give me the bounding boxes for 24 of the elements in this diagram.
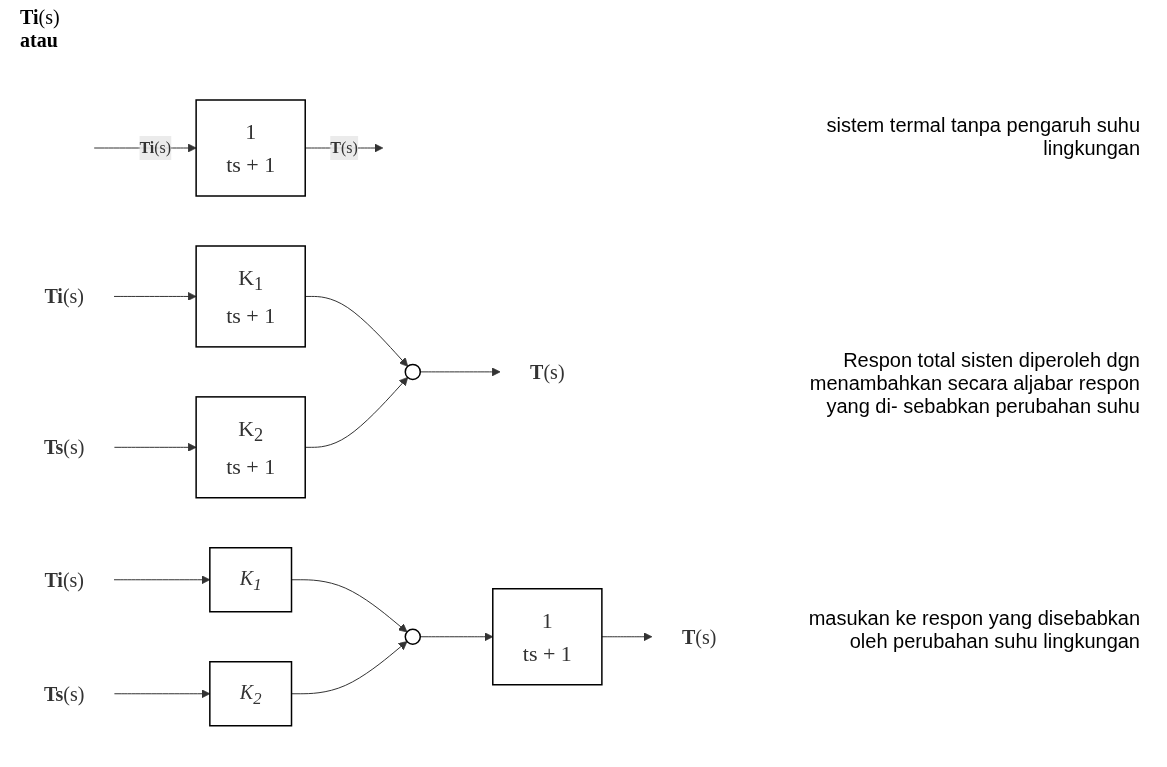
node-text: T(s) bbox=[529, 360, 565, 383]
node-circle bbox=[404, 363, 421, 380]
edge-label: Ti(s) bbox=[139, 138, 171, 156]
arrow bbox=[419, 632, 493, 641]
arrow bbox=[601, 632, 653, 641]
node-box: K$_{2}$ ts + 1 bbox=[195, 395, 306, 499]
node-text: Ti(s) bbox=[44, 568, 84, 591]
node-box: K$_{1}$ ts + 1 bbox=[195, 244, 306, 348]
input-label: Ti(s) bbox=[20, 6, 61, 29]
separator-text: atau bbox=[20, 29, 59, 52]
node-box: 1 ts + 1 bbox=[491, 587, 603, 686]
note-text: masukan ke respon yang disebabkan oleh perubahan suhu lingkungan bbox=[807, 606, 1140, 653]
arrow bbox=[419, 367, 501, 376]
node-box: 1 ts + 1 bbox=[195, 98, 306, 197]
node-text: Ti(s) bbox=[44, 285, 84, 308]
node-text: Ts(s) bbox=[43, 435, 85, 458]
note-text: sistem termal tanpa pengaruh suhu lingkungan bbox=[825, 114, 1140, 161]
note-text: Respon total sisten diperoleh dgn menambahkan secara aljabar respon yang di- sebabkan perubahan suhu bbox=[808, 349, 1140, 418]
node-box: K$_{1}$ bbox=[208, 546, 293, 613]
edge-label: T(s) bbox=[330, 138, 358, 156]
node-circle bbox=[404, 628, 421, 645]
node-box: K$_{2}$ bbox=[208, 660, 293, 727]
node-text: Ts(s) bbox=[43, 682, 85, 705]
node-text: T(s) bbox=[681, 625, 717, 648]
